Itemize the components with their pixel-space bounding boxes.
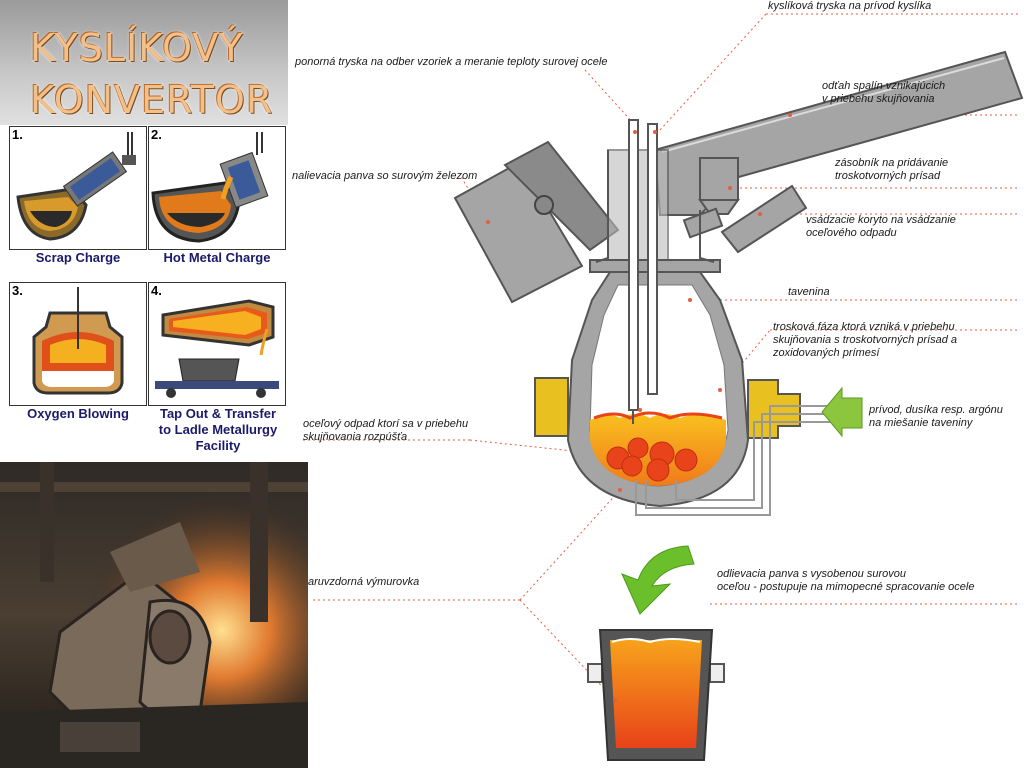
label-flue-gas-line-1: odťah spalín vznikajúcich: [822, 80, 946, 92]
label-inert-gas: prívod, dusíka resp. argónu na miešanie …: [869, 404, 1003, 430]
label-scrap-dissolve: oceľový odpad ktorí sa v priebehu skujňo…: [303, 418, 468, 444]
label-slag-line-1: trosková fáza ktorá vzniká v priebehu: [773, 321, 955, 333]
step-4-image: 4.: [148, 282, 286, 406]
hot-metal-ladle: [453, 140, 620, 304]
gas-pipes: [635, 405, 838, 516]
label-markers: [486, 113, 792, 702]
step-1-image: 1.: [9, 126, 147, 250]
inert-gas-arrow: [821, 386, 863, 438]
converter-photo: [0, 462, 308, 768]
label-tapping-ladle-line-2: oceľou - postupuje na mimopecné spracova…: [717, 581, 975, 593]
label-flux-bin-line-2: troskotvorných prísad: [835, 170, 941, 182]
step-2-image: 2.: [148, 126, 286, 250]
label-scrap-dissolve-line-1: oceľový odpad ktorí sa v priebehu: [303, 418, 469, 430]
label-tapping-ladle: odlievacia panva s vysobenou surovou oce…: [717, 568, 974, 594]
label-inert-gas-line-1: prívod, dusíka resp. argónu: [869, 404, 1003, 416]
tap-out-illustration: [155, 299, 279, 398]
flux-bin: [699, 157, 739, 201]
label-hot-metal-ladle: nalievacia panva so surovým železom: [292, 170, 478, 182]
tapping-ladle: [587, 629, 725, 761]
label-scrap-dissolve-line-2: skujňovania rozpúšťa: [303, 431, 408, 443]
step-2-caption: Hot Metal Charge: [163, 250, 271, 265]
step-3-number: 3.: [12, 283, 23, 298]
label-flue-gas-line-2: v priebehu skujňovania: [822, 93, 935, 105]
label-flux-bin: zásobník na pridávanie troskotvorných pr…: [835, 157, 948, 183]
label-flue-gas: odťah spalín vznikajúcich v priebehu sku…: [822, 80, 945, 106]
process-steps-panel: 1. Scrap Charge 2. Hot Metal Charge: [0, 125, 288, 460]
step-4-caption: Tap Out & Transfer to Ladle Metallurgy F…: [148, 406, 288, 454]
step-1-number: 1.: [12, 127, 23, 142]
label-slag-line-3: zoxidovaných prímesí: [773, 347, 880, 359]
title-panel: KYSLÍKOVÝ KONVERTOR: [0, 0, 288, 125]
label-inert-gas-line-2: na miešanie taveniny: [869, 417, 973, 429]
label-scrap-chute: vsádzacie koryto na vsádzanie oceľového …: [806, 214, 956, 240]
label-scrap-chute-line-2: oceľového odpadu: [806, 227, 897, 239]
step-4-number: 4.: [151, 283, 162, 298]
step-2-number: 2.: [151, 127, 162, 142]
sampling-lance: [628, 119, 639, 411]
step-3-image: 3.: [9, 282, 147, 406]
label-tapping-ladle-line-1: odlievacia panva s vysobenou surovou: [717, 568, 906, 580]
label-melt: tavenina: [788, 286, 830, 298]
flow-arrow: [621, 545, 695, 615]
trunnion-left: [534, 377, 569, 437]
label-refractory: aruvzdorná výmurovka: [308, 576, 420, 588]
trunnion-right: [747, 379, 801, 439]
label-sampling-lance: ponorná tryska na odber vzoriek a merani…: [295, 56, 608, 68]
hot-metal-charge-illustration: [151, 132, 269, 243]
title-line-2: KONVERTOR: [30, 78, 274, 122]
title-line-1: KYSLÍKOVÝ: [30, 26, 244, 70]
step-4-caption-line-2: to Ladle Metallurgy: [158, 422, 278, 437]
oxygen-blowing-illustration: [32, 287, 124, 395]
label-flux-bin-line-1: zásobník na pridávanie: [835, 157, 949, 169]
step-3-caption: Oxygen Blowing: [27, 406, 129, 421]
step-1-caption: Scrap Charge: [35, 250, 121, 265]
label-slag: trosková fáza ktorá vzniká v priebehu sk…: [773, 321, 957, 360]
label-slag-line-2: skujňovania s troskotvorných prísad a: [773, 334, 958, 346]
step-4-caption-line-1: Tap Out & Transfer: [159, 406, 277, 421]
step-4-caption-line-3: Facility: [195, 438, 241, 453]
label-scrap-chute-line-1: vsádzacie koryto na vsádzanie: [806, 214, 956, 226]
scrap-charge-illustration: [16, 132, 136, 241]
oxygen-lance: [647, 123, 658, 395]
label-oxygen-lance: kyslíková tryska na prívod kyslíka: [768, 0, 932, 12]
scrap-chute: [720, 184, 808, 254]
scrap-pieces: [606, 437, 698, 482]
